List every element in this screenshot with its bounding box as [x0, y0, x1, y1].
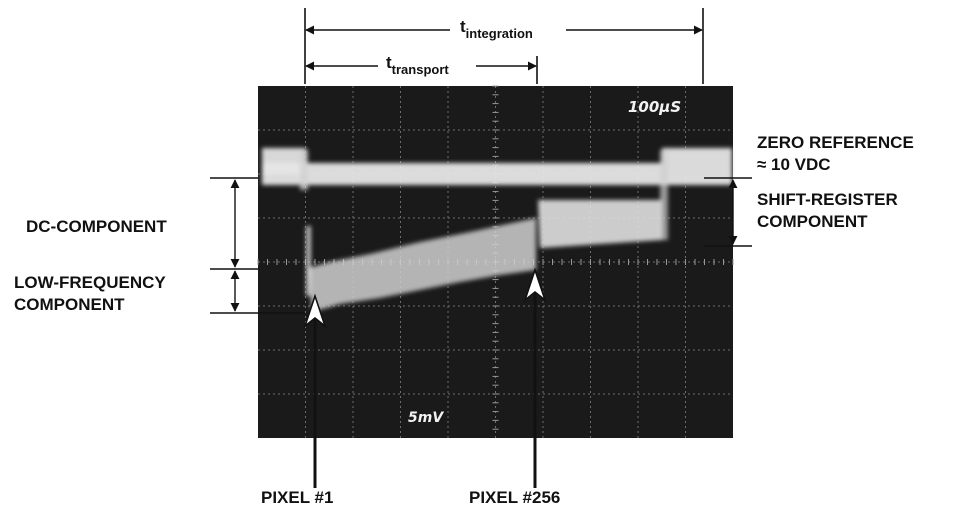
pixel-pointers: PIXEL #1 PIXEL #256 — [261, 267, 560, 507]
zero-reference-edge-left — [300, 150, 308, 190]
voltage-scale-readout: 5mV — [408, 410, 444, 426]
pixel-1-label: PIXEL #1 — [261, 488, 333, 507]
low-frequency-label-line2: COMPONENT — [14, 295, 125, 314]
pixel-1-spike — [306, 226, 311, 296]
low-frequency-label-line1: LOW-FREQUENCY — [14, 273, 166, 292]
shift-register-label-line2: COMPONENT — [757, 212, 868, 231]
shift-register-label-line1: SHIFT-REGISTER — [757, 190, 898, 209]
left-dimensions: DC-COMPONENT LOW-FREQUENCY COMPONENT — [14, 177, 305, 314]
zero-reference-band — [262, 163, 732, 185]
zero-reference-label-line2: ≈ 10 VDC — [757, 155, 831, 174]
transport-label: ttransport — [386, 53, 449, 77]
timebase-readout: 100µS — [628, 98, 681, 116]
pixel-1-pointer-head — [303, 293, 327, 329]
integration-label: tintegration — [460, 17, 533, 41]
scope-screen: 100µS 5mV — [257, 85, 734, 438]
zero-reference-band-right — [662, 148, 732, 176]
dc-component-label: DC-COMPONENT — [26, 217, 167, 236]
timing-markers: tintegration ttransport — [304, 8, 704, 84]
pixel-ramp-trace — [308, 218, 536, 312]
zero-reference-edge-right — [660, 150, 668, 240]
shift-register-plateau — [538, 200, 662, 248]
pixel-256-label: PIXEL #256 — [469, 488, 560, 507]
pixel-256-pointer-head — [523, 267, 547, 303]
zero-reference-label-line1: ZERO REFERENCE — [757, 133, 914, 152]
signal-trace — [262, 148, 732, 312]
right-dimensions: ZERO REFERENCE ≈ 10 VDC SHIFT-REGISTER C… — [704, 133, 914, 247]
